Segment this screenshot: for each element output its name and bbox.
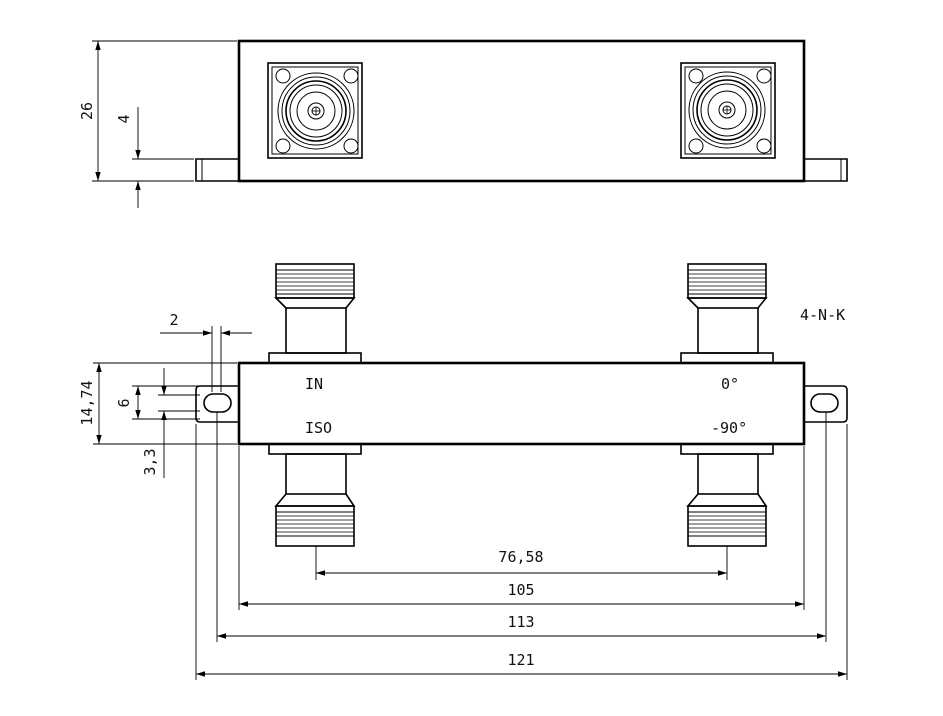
dim-slot-6-label: 6 <box>115 398 133 407</box>
top-view: IN 0° ISO -90° 4-N-K 2 14,74 6 <box>78 263 848 680</box>
dim-height-26-label: 26 <box>78 102 96 120</box>
front-flange-left <box>195 158 239 182</box>
front-flange-right <box>804 158 848 182</box>
dim-113: 113 <box>216 412 827 642</box>
dim-76-58: 76,58 <box>315 546 728 580</box>
port-90-label: -90° <box>711 419 747 437</box>
top-body <box>237 361 806 446</box>
dim-slot-2: 2 <box>160 311 252 392</box>
dim-slot-2-label: 2 <box>169 311 178 329</box>
front-connector-left <box>267 62 363 159</box>
tab-left <box>195 385 239 423</box>
dim-offset-3-3: 3,3 <box>141 368 200 478</box>
connector-90 <box>680 443 774 547</box>
dim-121: 121 <box>195 424 848 680</box>
dim-105: 105 <box>238 446 805 610</box>
port-iso-label: ISO <box>305 419 332 437</box>
front-body <box>237 39 806 183</box>
slot-right <box>810 393 839 413</box>
dim-width-14-74-label: 14,74 <box>78 380 96 425</box>
connector-type-label: 4-N-K <box>800 306 845 324</box>
port-in-label: IN <box>305 375 323 393</box>
dim-113-label: 113 <box>507 613 534 631</box>
tab-right <box>804 385 848 423</box>
dim-slot-6: 6 <box>115 385 200 420</box>
connector-in <box>268 263 362 364</box>
port-0-label: 0° <box>721 375 739 393</box>
dim-offset-3-3-label: 3,3 <box>141 448 159 475</box>
dim-flange-4: 4 <box>115 107 194 208</box>
dim-121-label: 121 <box>507 651 534 669</box>
dim-flange-4-label: 4 <box>115 114 133 123</box>
front-view: 26 4 <box>78 39 848 208</box>
dim-width-14-74: 14,74 <box>78 362 237 445</box>
dim-height-26: 26 <box>78 40 237 182</box>
connector-iso <box>268 443 362 547</box>
connector-0 <box>680 263 774 364</box>
dim-76-58-label: 76,58 <box>498 548 543 566</box>
front-connector-right <box>680 62 776 159</box>
dim-105-label: 105 <box>507 581 534 599</box>
slot-left <box>203 393 232 413</box>
